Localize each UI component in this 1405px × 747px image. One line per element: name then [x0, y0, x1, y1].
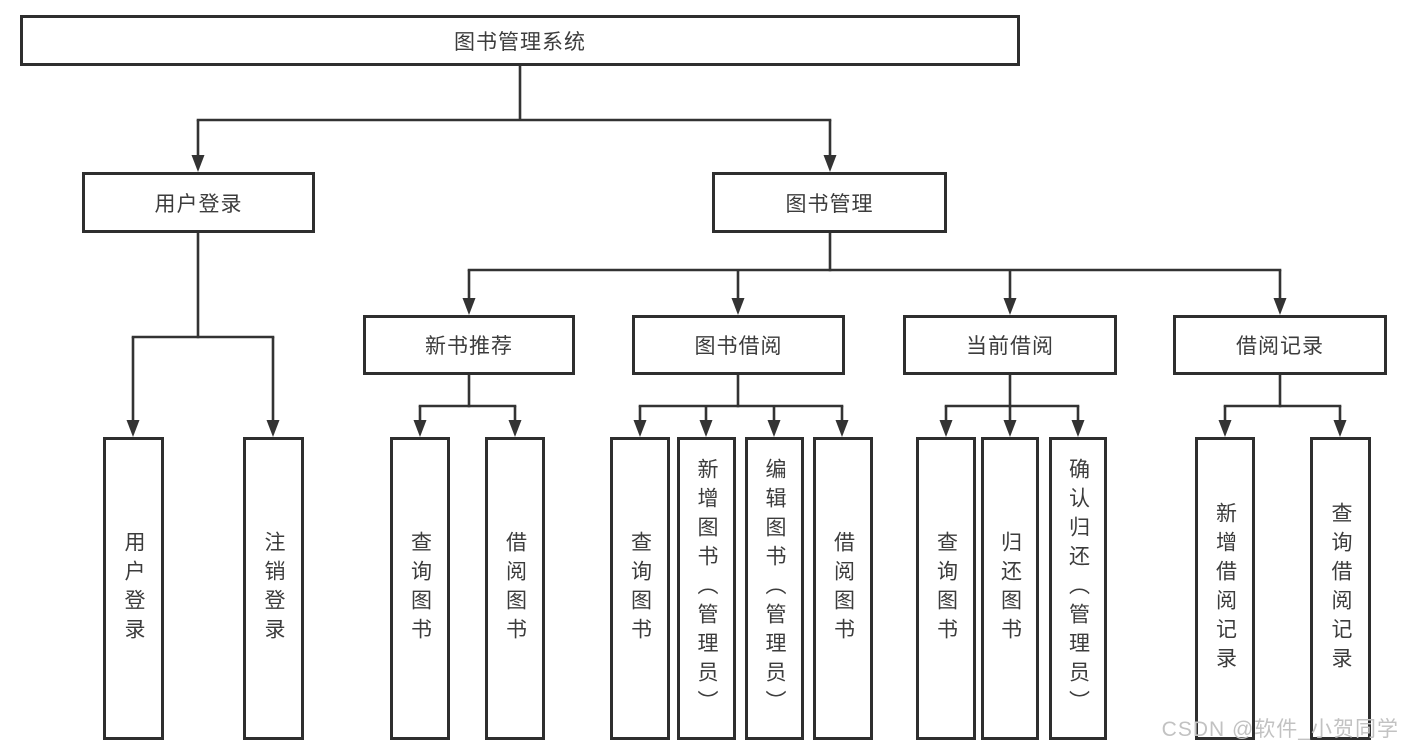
- node-label: 查询借阅记录: [1329, 501, 1352, 676]
- node-current-borrow: 当前借阅: [903, 315, 1117, 375]
- node-label: 图书借阅: [694, 335, 783, 358]
- leaf-borrow-book-recommend: 借阅图书: [485, 437, 545, 740]
- node-label: 新增图书（管理员）: [695, 458, 718, 719]
- leaf-edit-book-admin: 编辑图书（管理员）: [745, 437, 804, 740]
- node-label: 注销登录: [262, 530, 285, 647]
- node-label: 归还图书: [998, 530, 1022, 647]
- node-label: 查询图书: [408, 530, 432, 647]
- leaf-add-book-admin: 新增图书（管理员）: [677, 437, 736, 740]
- node-user-login: 用户登录: [82, 172, 315, 233]
- node-label: 新增借阅记录: [1213, 501, 1237, 676]
- leaf-query-book-borrow: 查询图书: [610, 437, 670, 740]
- arrowheads: [126, 155, 1347, 437]
- node-label: 用户登录: [122, 530, 145, 647]
- node-book-management: 图书管理: [712, 172, 947, 233]
- leaf-query-book-recommend: 查询图书: [390, 437, 450, 740]
- leaf-query-book-current: 查询图书: [916, 437, 976, 740]
- node-label: 图书管理: [785, 192, 874, 216]
- node-label: 查询图书: [934, 530, 958, 647]
- leaf-query-borrow-record: 查询借阅记录: [1310, 437, 1371, 740]
- leaf-logout-login: 注销登录: [243, 437, 304, 740]
- node-label: 借阅图书: [831, 530, 855, 647]
- node-label: 当前借阅: [966, 335, 1054, 358]
- leaf-add-borrow-record: 新增借阅记录: [1195, 437, 1255, 740]
- node-label: 借阅图书: [503, 530, 527, 647]
- leaf-return-book: 归还图书: [981, 437, 1039, 740]
- node-label: 编辑图书（管理员）: [763, 458, 786, 719]
- node-borrow-records: 借阅记录: [1173, 315, 1387, 375]
- node-label: 查询图书: [628, 530, 652, 647]
- node-label: 新书推荐: [425, 335, 513, 358]
- node-new-book-recommend: 新书推荐: [363, 315, 575, 375]
- leaf-confirm-return-admin: 确认归还（管理员）: [1049, 437, 1107, 740]
- node-library-management-system: 图书管理系统: [20, 15, 1020, 66]
- node-book-borrow: 图书借阅: [632, 315, 845, 375]
- node-label: 图书管理系统: [454, 30, 586, 54]
- leaf-user-login: 用户登录: [103, 437, 164, 740]
- leaf-borrow-book: 借阅图书: [813, 437, 873, 740]
- node-label: 确认归还（管理员）: [1066, 458, 1090, 719]
- node-label: 用户登录: [154, 192, 243, 216]
- node-label: 借阅记录: [1236, 335, 1324, 358]
